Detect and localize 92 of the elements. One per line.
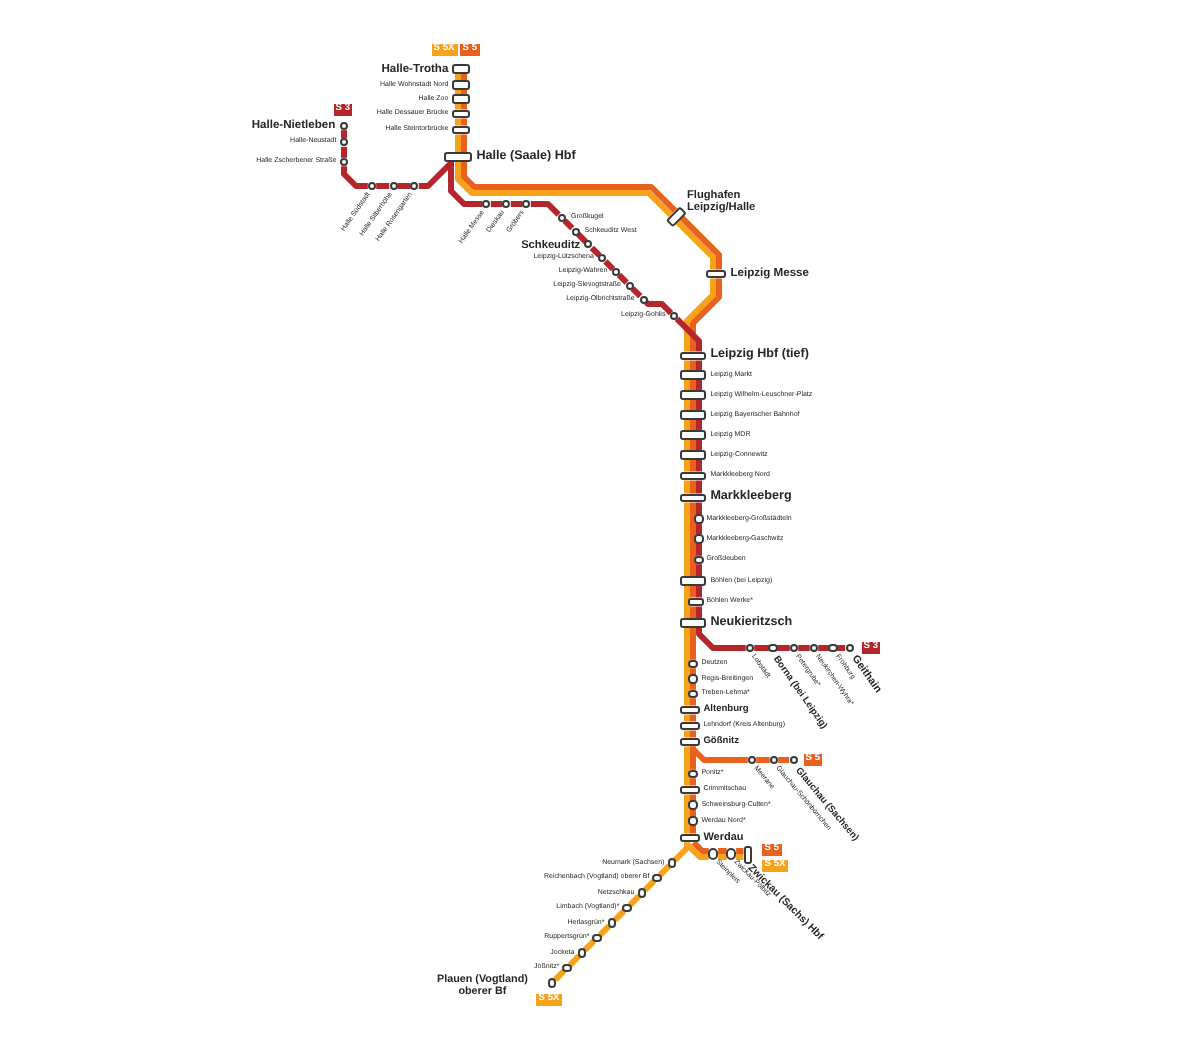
rail-line	[690, 698, 696, 706]
rail-line	[696, 480, 702, 494]
rail-line	[696, 606, 702, 619]
rail-line	[798, 645, 810, 651]
rail-line	[674, 316, 702, 352]
rail-line	[696, 564, 702, 577]
rail-line	[630, 286, 643, 299]
rail-line	[718, 854, 727, 860]
rail-line	[684, 399, 690, 411]
rail-line	[448, 162, 483, 207]
rail-line	[684, 480, 690, 494]
rail-line	[597, 923, 612, 938]
rail-line	[461, 118, 467, 126]
rail-line	[553, 968, 567, 982]
rail-line	[777, 645, 790, 651]
rail-line	[582, 938, 597, 953]
rail-line	[690, 730, 696, 738]
rail-line	[490, 201, 503, 207]
rail-line	[696, 419, 702, 431]
rail-line	[690, 379, 696, 391]
rail-line	[696, 439, 702, 451]
rail-line	[684, 360, 690, 371]
rail-line	[341, 146, 347, 158]
rail-line	[418, 160, 454, 189]
rail-line	[756, 757, 770, 763]
rail-line	[684, 794, 690, 834]
rail-line	[461, 134, 467, 152]
rail-line	[696, 459, 702, 472]
rail-line	[690, 606, 696, 619]
rail-line	[690, 502, 696, 577]
rail-line	[672, 842, 690, 863]
rail-line	[684, 627, 690, 706]
rail-line	[397, 183, 411, 189]
rail-line	[690, 627, 696, 660]
rail-line	[684, 502, 690, 577]
rail-line	[690, 746, 696, 770]
rail-line	[684, 459, 690, 472]
rail-line	[690, 399, 696, 411]
rail-line	[684, 585, 690, 619]
rail-line	[690, 746, 748, 763]
rail-line	[818, 645, 829, 651]
rail-line	[627, 893, 642, 908]
rail-line	[718, 848, 727, 854]
rail-line	[754, 645, 769, 651]
rail-line	[736, 848, 744, 854]
rail-line	[690, 714, 696, 722]
rail-line	[696, 360, 702, 371]
rail-line	[455, 134, 461, 152]
rail-line	[696, 399, 702, 411]
rail-line	[684, 278, 716, 352]
rail-line	[690, 585, 696, 598]
rail-line	[684, 841, 709, 860]
rail-line	[690, 825, 696, 834]
rail-line	[690, 480, 696, 494]
rail-line	[690, 459, 696, 472]
rail-line	[567, 953, 582, 968]
rail-line	[696, 543, 702, 556]
rail-line	[690, 668, 696, 675]
rail-line	[684, 746, 690, 786]
rail-line	[455, 118, 461, 126]
rail-line	[684, 714, 690, 722]
rail-line	[603, 259, 616, 272]
rail-line	[616, 272, 629, 285]
rail-line	[341, 166, 368, 189]
rail-line	[612, 908, 627, 923]
rail-line	[657, 863, 672, 878]
rail-line	[684, 439, 690, 451]
rail-line	[642, 878, 657, 893]
rail-line	[684, 419, 690, 431]
rail-line	[690, 278, 722, 352]
rail-line	[778, 757, 790, 763]
rail-line	[696, 627, 746, 651]
rail-line	[461, 103, 467, 110]
rail-line	[690, 439, 696, 451]
rail-line	[690, 683, 696, 690]
rail-line	[510, 201, 523, 207]
rail-line	[684, 730, 690, 738]
rail-line	[341, 130, 347, 139]
rail-line	[690, 419, 696, 431]
rail-line	[736, 854, 744, 860]
rail-line	[562, 218, 575, 231]
rail-line	[690, 360, 696, 371]
rail-line	[691, 840, 709, 854]
rail-line	[684, 379, 690, 391]
rail-line	[696, 379, 702, 391]
rail-line	[690, 778, 696, 786]
rail-line	[376, 183, 390, 189]
rail-line	[696, 585, 702, 598]
rail-line	[644, 299, 674, 316]
rail-line	[455, 103, 461, 110]
rail-line	[530, 201, 561, 217]
rail-line	[589, 245, 602, 258]
